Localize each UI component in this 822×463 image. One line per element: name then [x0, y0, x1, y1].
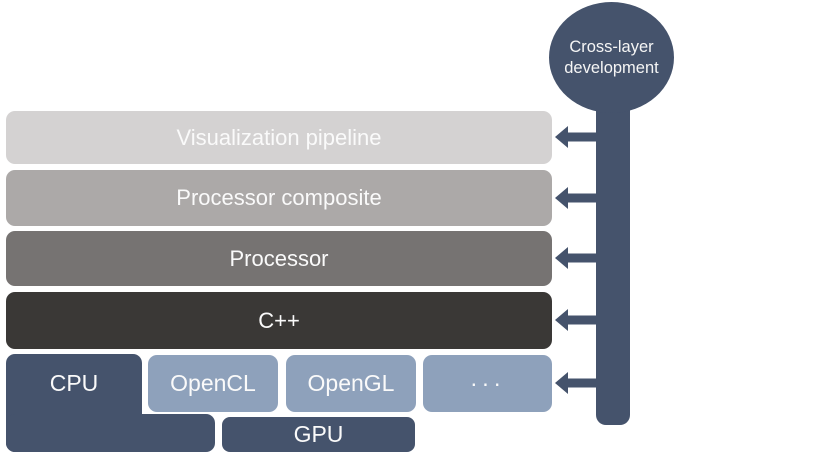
- layer-processor-composite: Processor composite: [6, 170, 552, 226]
- opencl-label: OpenCL: [170, 370, 256, 396]
- left-arrow-icon: [555, 186, 597, 210]
- cross-layer-label-line1: Cross-layer: [569, 37, 654, 56]
- cross-layer-label-line2: development: [564, 58, 659, 77]
- cpu-label: CPU: [49, 369, 99, 396]
- left-arrow-icon: [555, 308, 597, 332]
- left-arrow-icon: [555, 125, 597, 149]
- more-backends-block: ···: [423, 355, 552, 412]
- layer-label: Visualization pipeline: [176, 124, 382, 150]
- layer-visualization-pipeline: Visualization pipeline: [6, 111, 552, 164]
- cross-layer-circle: Cross-layer development: [549, 2, 674, 113]
- opengl-label: OpenGL: [307, 370, 395, 396]
- cross-layer-bar: [596, 57, 630, 425]
- layer-label: Processor composite: [176, 185, 382, 210]
- left-arrow-icon: [555, 246, 597, 270]
- gpu-block: GPU: [222, 417, 415, 452]
- layer-label: Processor: [229, 245, 329, 271]
- layer-label: C++: [258, 307, 300, 333]
- layer-processor: Processor: [6, 231, 552, 286]
- gpu-label: GPU: [293, 421, 344, 447]
- opencl-block: OpenCL: [148, 355, 278, 412]
- cpu-block-extension: [6, 414, 215, 452]
- opengl-block: OpenGL: [286, 355, 416, 412]
- left-arrow-icon: [555, 371, 597, 395]
- ellipsis-label: ···: [470, 370, 505, 396]
- layer-cpp: C++: [6, 292, 552, 349]
